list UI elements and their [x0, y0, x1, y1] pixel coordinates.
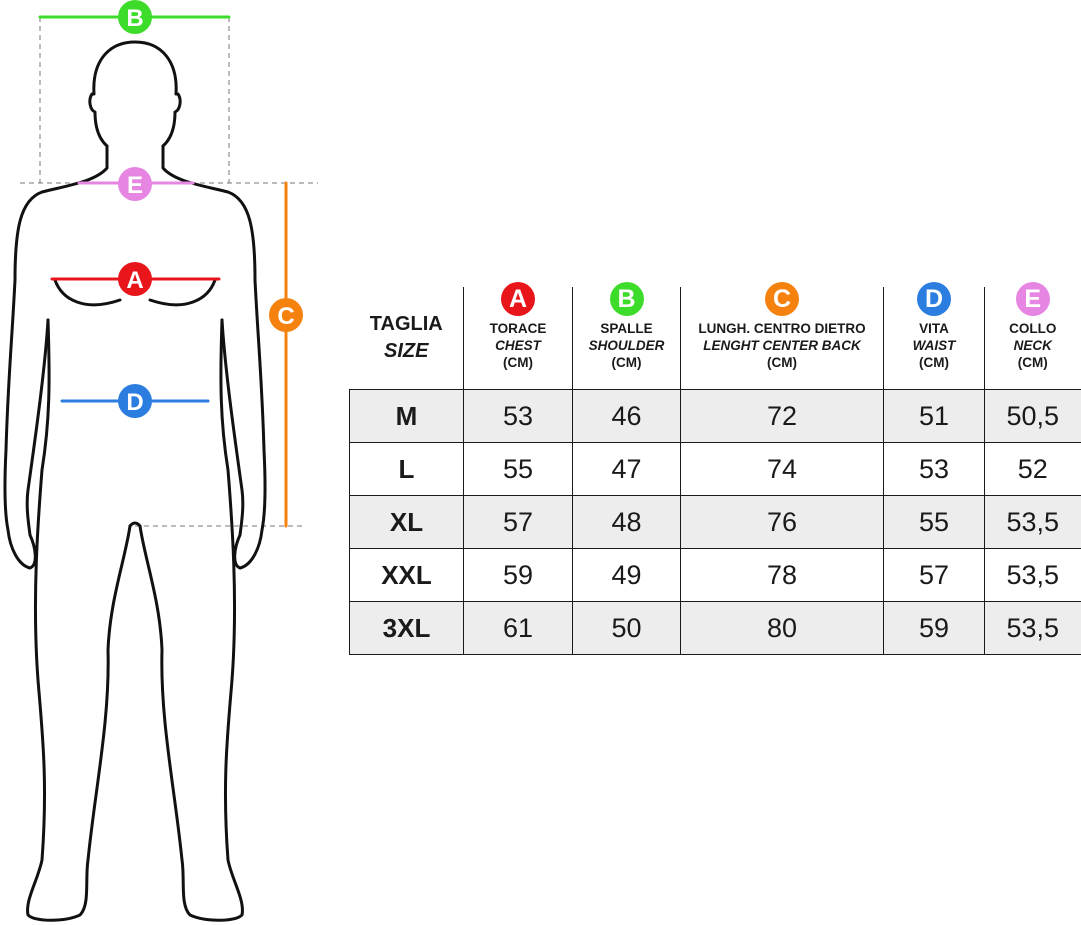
marker-b-label: B — [126, 5, 143, 32]
size-cell: XL — [349, 495, 464, 549]
marker-a: A — [118, 262, 152, 296]
table-row: 3XL 61 50 80 59 53,5 — [349, 601, 1081, 655]
table-row: M 53 46 72 51 50,5 — [349, 389, 1081, 443]
badge-b: B — [609, 282, 644, 316]
size-cell: L — [349, 442, 464, 496]
waist-header-unit: (CM) — [919, 355, 949, 370]
neck-cell: 52 — [984, 442, 1081, 496]
shoulder-cell: 49 — [572, 548, 681, 602]
waist-cell: 59 — [883, 601, 985, 655]
back-length-header-unit: (CM) — [767, 355, 797, 370]
neck-header-en: NECK — [1013, 338, 1052, 353]
chest-cell: 53 — [463, 389, 573, 443]
waist-cell: 51 — [883, 389, 985, 443]
size-cell: XXL — [349, 548, 464, 602]
body-outline — [3, 40, 267, 922]
badge-e: E — [1015, 282, 1050, 316]
table-row: XL 57 48 76 55 53,5 — [349, 495, 1081, 549]
back-length-column-header: C LUNGH. CENTRO DIETRO LENGHT CENTER BAC… — [680, 282, 884, 390]
table-row: XXL 59 49 78 57 53,5 — [349, 548, 1081, 602]
back-length-cell: 80 — [680, 601, 884, 655]
chest-cell: 57 — [463, 495, 573, 549]
size-cell: M — [349, 389, 464, 443]
marker-d-label: D — [126, 389, 143, 416]
guide-lines — [20, 17, 318, 527]
table-header-row: TAGLIA SIZE A TORACE CHEST (CM) B SPALLE… — [349, 282, 1081, 390]
torso-right-outline — [161, 144, 267, 570]
neck-column-header: E COLLO NECK (CM) — [984, 282, 1081, 390]
shoulder-cell: 46 — [572, 389, 681, 443]
back-length-header-en: LENGHT CENTER BACK — [703, 338, 861, 353]
marker-e-label: E — [127, 172, 143, 199]
chest-header-unit: (CM) — [503, 355, 533, 370]
shoulder-cell: 47 — [572, 442, 681, 496]
back-length-cell: 78 — [680, 548, 884, 602]
waist-cell: 53 — [883, 442, 985, 496]
chest-column-header: A TORACE CHEST (CM) — [463, 282, 573, 390]
body-measurement-figure: B E A D C — [3, 0, 318, 922]
badge-c: C — [765, 282, 799, 316]
waist-column-header: D VITA WAIST (CM) — [883, 282, 985, 390]
back-length-cell: 72 — [680, 389, 884, 443]
chest-header-it: TORACE — [489, 321, 547, 336]
marker-c: C — [269, 298, 303, 332]
left-leg-outline — [26, 318, 132, 922]
shoulder-cell: 48 — [572, 495, 681, 549]
chest-header-en: CHEST — [495, 338, 541, 353]
badge-d: D — [917, 282, 951, 316]
neck-header-it: COLLO — [1009, 321, 1057, 336]
waist-header-it: VITA — [919, 321, 949, 336]
size-cell: 3XL — [349, 601, 464, 655]
size-chart-table: TAGLIA SIZE A TORACE CHEST (CM) B SPALLE… — [349, 282, 1081, 655]
back-length-header-it: LUNGH. CENTRO DIETRO — [698, 321, 866, 336]
size-header-it: TAGLIA — [369, 313, 443, 335]
table-row: L 55 47 74 53 52 — [349, 442, 1081, 496]
shoulder-cell: 50 — [572, 601, 681, 655]
head-outline — [88, 40, 182, 148]
measurement-lines — [38, 15, 288, 528]
shoulder-header-it: SPALLE — [600, 321, 653, 336]
chest-cell: 61 — [463, 601, 573, 655]
size-column-header: TAGLIA SIZE — [349, 287, 464, 390]
marker-c-label: C — [277, 303, 294, 330]
back-length-cell: 74 — [680, 442, 884, 496]
back-length-cell: 76 — [680, 495, 884, 549]
neck-cell: 53,5 — [984, 548, 1081, 602]
torso-left-outline — [3, 144, 109, 570]
neck-header-unit: (CM) — [1017, 355, 1048, 370]
neck-cell: 53,5 — [984, 601, 1081, 655]
marker-a-label: A — [126, 267, 143, 294]
chest-cell: 59 — [463, 548, 573, 602]
shoulder-header-unit: (CM) — [611, 355, 642, 370]
marker-d: D — [118, 384, 152, 418]
marker-b: B — [118, 0, 152, 34]
shoulder-column-header: B SPALLE SHOULDER (CM) — [572, 282, 681, 390]
badge-a: A — [501, 282, 535, 316]
shoulder-header-en: SHOULDER — [588, 338, 665, 353]
right-leg-outline — [138, 318, 244, 922]
crotch-outline — [128, 521, 142, 528]
waist-header-en: WAIST — [912, 338, 956, 353]
neck-cell: 53,5 — [984, 495, 1081, 549]
size-header-en: SIZE — [384, 340, 429, 362]
chest-cell: 55 — [463, 442, 573, 496]
neck-cell: 50,5 — [984, 389, 1081, 443]
waist-cell: 57 — [883, 548, 985, 602]
marker-e: E — [118, 167, 152, 201]
waist-cell: 55 — [883, 495, 985, 549]
chest-outline — [53, 278, 217, 307]
